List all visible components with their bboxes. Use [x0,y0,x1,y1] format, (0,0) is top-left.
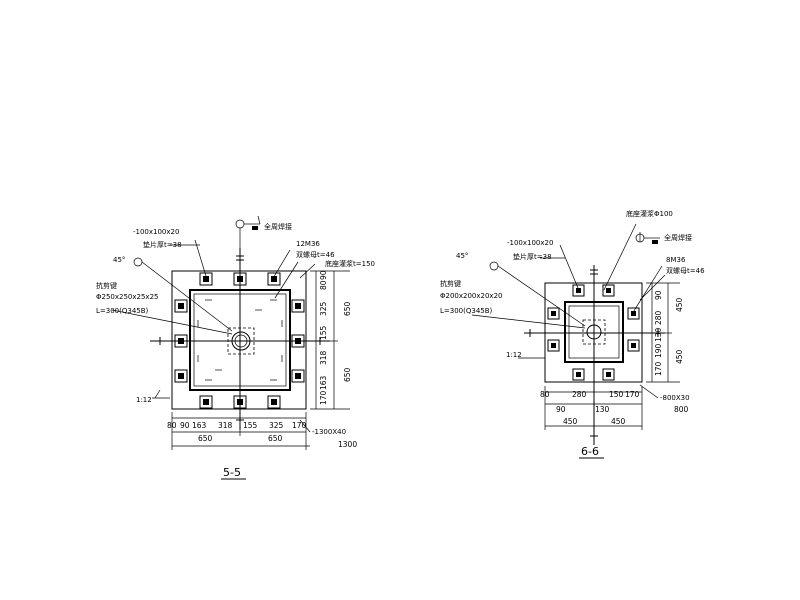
bolt-row-bottom [199,395,281,409]
dim-b-4: 155 [243,421,258,430]
bolt-row-top [199,272,281,286]
angle-label-6: 45° [456,252,468,260]
section-title-6-6: 6-6 [581,445,599,458]
dim-half-right: 650 [268,434,283,443]
dim-r-0: 80 [319,280,328,290]
bolt-col-left [174,299,188,383]
plate-label: -100x100x20 [133,228,179,236]
base-plate-label: -1300X40 [312,428,346,436]
dim-r-half-top: 650 [343,301,352,316]
dim-r-half-bottom: 650 [343,367,352,382]
dim6-r-3: 190 [654,343,663,358]
weld-label: 全周焊接 [264,222,292,231]
dim-total: 1300 [338,440,357,449]
section-title-5-5: 5-5 [223,466,241,479]
dims-right-text: 80 90 325 155 318 163 170 650 650 [319,270,352,405]
dim-r-3: 155 [319,325,328,340]
slope-label: 1:12 [136,396,152,404]
stiffener-len: L=300(Q345B) [96,307,149,315]
dim6-b2-1: 130 [595,405,610,414]
dim-b-0: 80 [167,421,177,430]
bolt-label: 12M36 [296,240,320,248]
axis-marks [159,255,321,421]
section-5-5: -100x100x20 垫片厚t=38 45° 抗剪键 Φ250x250x25x… [96,215,375,480]
center-circle-6 [586,324,602,340]
bolts-6 [547,284,640,381]
dim-r-6: 170 [319,390,328,405]
leaders-5-5 [111,215,316,433]
dim6-b2-0: 90 [556,405,566,414]
dim-r-2: 325 [319,301,328,316]
dim-r-5: 163 [319,375,328,390]
dim6-r-1: 280 [654,310,663,325]
stiffener-label: 抗剪键 [96,281,117,290]
dim6-r-0: 90 [654,290,663,300]
base-plate-label-6: -800X30 [660,394,690,402]
dim-b-2: 163 [192,421,207,430]
dim6-r-4: 170 [654,361,663,376]
bolt-col-right [291,299,305,383]
dim-b-3: 318 [218,421,233,430]
dim-lines-bottom-6 [544,386,643,430]
plate-label-6: -100x100x20 [507,239,553,247]
base-plate-outline [171,270,307,410]
dim-b-6: 170 [292,421,307,430]
shear-key-box [227,327,255,355]
dims-right-text-6: 90 280 130 190 170 450 450 [654,290,684,376]
slope-label-6: 1:12 [506,351,522,359]
center-circle [231,331,251,351]
dim6-b-3: 170 [625,390,640,399]
angle-label: 45° [113,256,125,264]
dim6-r-half-bottom: 450 [675,349,684,364]
dim-r-4: 318 [319,350,328,365]
stiffener-size: Φ250x250x25x25 [96,293,158,301]
rebar-ticks [197,299,283,381]
dim6-b-1: 280 [572,390,587,399]
stiffener-len-6: L=300(Q345B) [440,307,493,315]
grout-label: 底座灌浆t=150 [325,259,375,268]
center-circle-inner [234,334,248,348]
dim6-r-half-top: 450 [675,297,684,312]
plate-thk-label: 垫片厚t=38 [143,240,182,249]
dim-half-left: 650 [198,434,213,443]
nut-label: 双螺母t=46 [296,250,335,259]
dim6-half-left: 450 [563,417,578,426]
dim-lines-right-6 [646,282,680,383]
dim6-b-0: 80 [540,390,550,399]
dim6-b-2: 150 [609,390,624,399]
shear-key-box-6 [582,319,606,345]
section-6-6: -100x100x20 垫片厚t=38 45° 抗剪键 Φ200x200x20x… [440,209,705,459]
stiffener-label-6: 抗剪键 [440,279,461,288]
dim-lines-bottom [171,412,310,450]
stiffener-size-6: Φ200x200x20x20 [440,292,502,300]
leaders-6-6 [471,223,666,399]
dim6-half-right: 450 [611,417,626,426]
dim-r-1: 90 [319,270,328,280]
hole-label-6: 底座灌浆Φ100 [626,209,673,218]
dim-b-5: 325 [269,421,284,430]
weld-label-6: 全周焊接 [664,233,692,242]
dim6-total: 800 [674,405,689,414]
dim-b-1: 90 [180,421,190,430]
plate-thk-label-6: 垫片厚t=38 [513,252,552,261]
bolt-label-6: 8M36 [666,256,686,264]
axis-marks-6 [529,269,659,437]
dim6-r-2: 130 [654,327,663,342]
nut-label-6: 双螺母t=46 [666,266,705,275]
dim-lines-right [310,270,350,410]
